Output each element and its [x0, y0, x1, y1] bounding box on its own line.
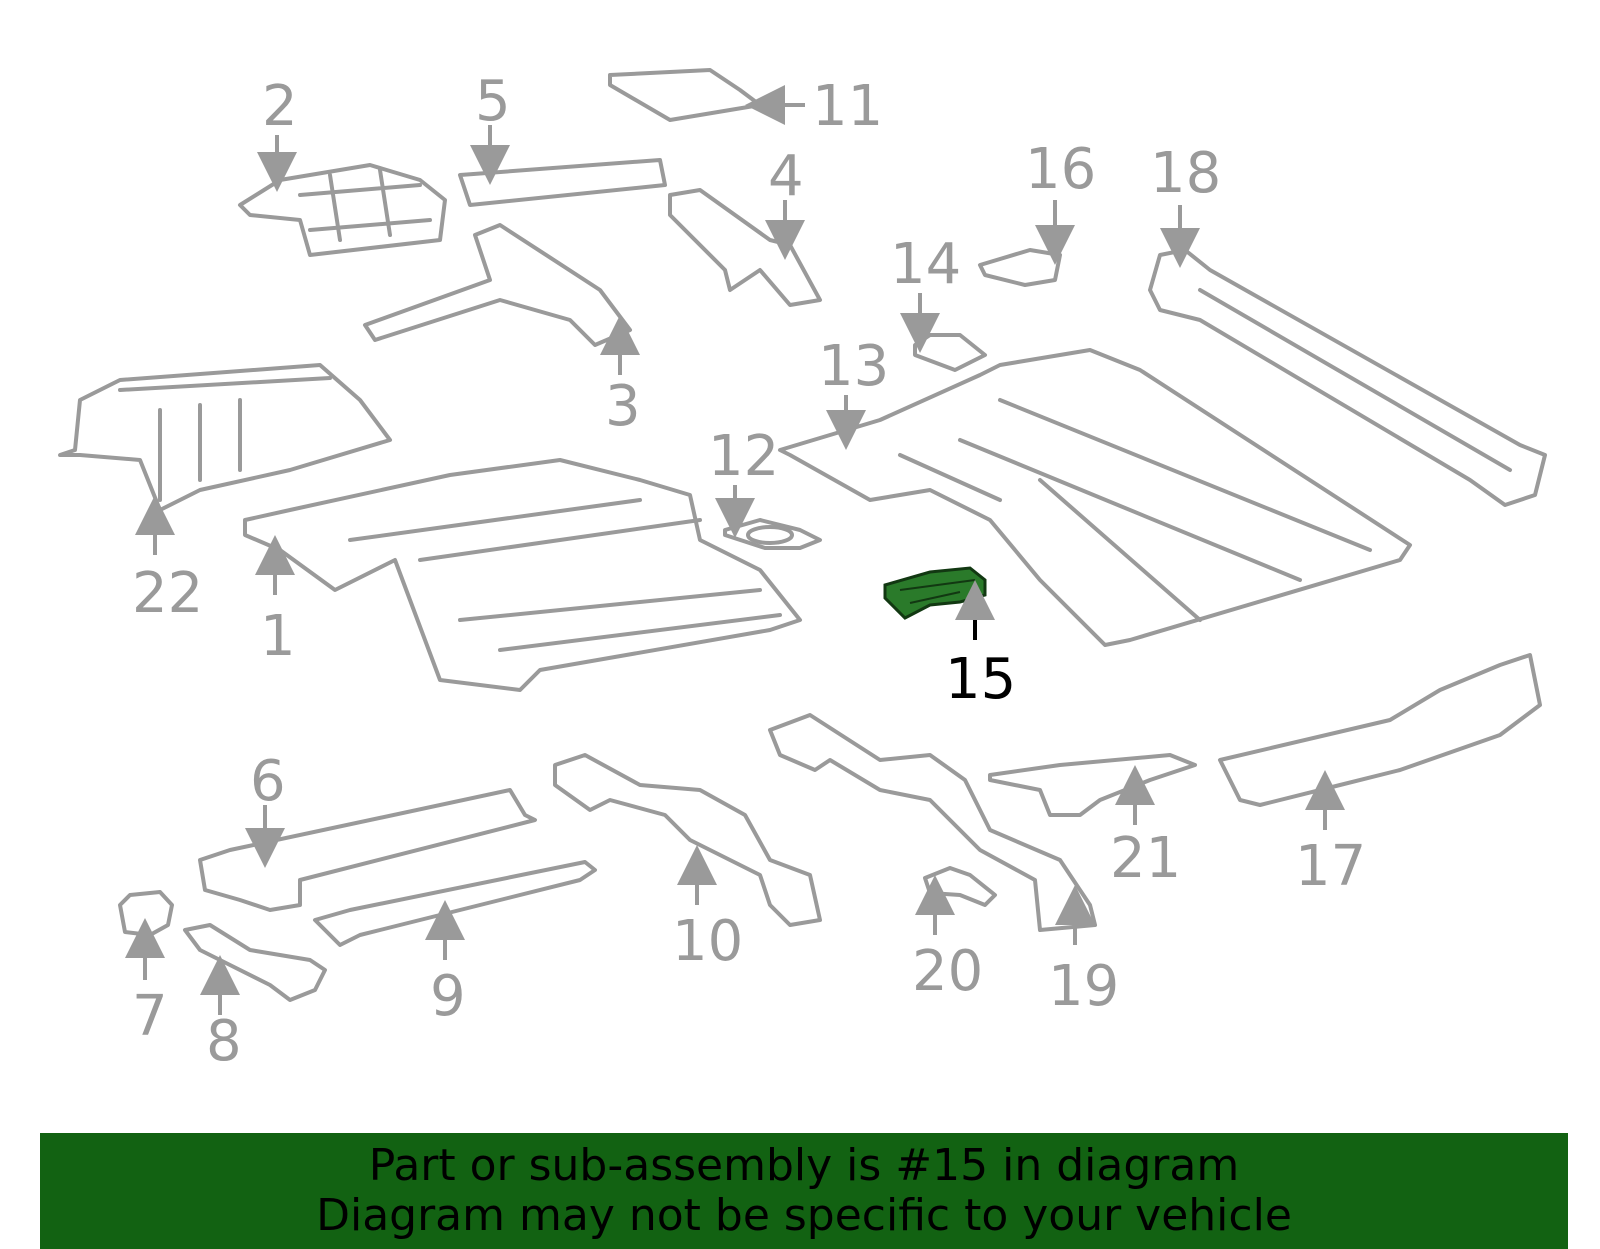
part-16-drawing[interactable]	[978, 248, 1062, 287]
callout-14[interactable]: 14	[890, 232, 961, 297]
callout-1[interactable]: 1	[260, 604, 296, 669]
callout-22[interactable]: 22	[132, 561, 203, 626]
banner-line-2: Diagram may not be specific to your vehi…	[316, 1190, 1292, 1241]
part-4-drawing[interactable]	[668, 188, 822, 307]
callout-5[interactable]: 5	[475, 69, 511, 134]
part-5-drawing[interactable]	[458, 158, 667, 207]
callout-16[interactable]: 16	[1025, 137, 1096, 202]
part-8-drawing[interactable]	[183, 923, 327, 1002]
part-2-drawing[interactable]	[238, 163, 447, 257]
part-1-drawing[interactable]	[243, 458, 802, 692]
callout-19[interactable]: 19	[1048, 954, 1119, 1019]
callout-6[interactable]: 6	[250, 749, 286, 814]
callout-labels: 2 5 11 4 3 16 14 18 13 12 22 1 15 17 21 …	[132, 69, 1366, 1074]
part-9-drawing[interactable]	[313, 860, 597, 947]
part-15-drawing[interactable]	[883, 566, 987, 620]
part-22-drawing[interactable]	[58, 363, 392, 512]
callout-9[interactable]: 9	[430, 964, 466, 1029]
part-11-drawing[interactable]	[608, 68, 762, 122]
part-14-drawing[interactable]	[913, 333, 987, 372]
callout-12[interactable]: 12	[708, 424, 779, 489]
part-13-drawing[interactable]	[778, 348, 1412, 647]
callout-11[interactable]: 11	[812, 74, 883, 139]
callout-21[interactable]: 21	[1110, 826, 1181, 891]
part-18-drawing[interactable]	[1148, 248, 1547, 507]
callout-18[interactable]: 18	[1150, 141, 1221, 206]
part-10-drawing[interactable]	[553, 753, 822, 927]
info-banner: Part or sub-assembly is #15 in diagram D…	[40, 1133, 1568, 1249]
callout-8[interactable]: 8	[206, 1009, 242, 1074]
part-19-drawing[interactable]	[768, 713, 1097, 932]
leader-lines	[125, 85, 1345, 1015]
callout-20[interactable]: 20	[912, 939, 983, 1004]
part-17-drawing[interactable]	[1218, 653, 1542, 807]
callout-15-highlighted[interactable]: 15	[945, 647, 1016, 712]
callout-10[interactable]: 10	[672, 909, 743, 974]
callout-4[interactable]: 4	[768, 144, 804, 209]
part-12-drawing[interactable]	[723, 518, 822, 550]
callout-7[interactable]: 7	[132, 984, 168, 1049]
callout-2[interactable]: 2	[262, 74, 298, 139]
callout-13[interactable]: 13	[818, 334, 889, 399]
callout-3[interactable]: 3	[605, 374, 641, 439]
banner-line-1: Part or sub-assembly is #15 in diagram	[368, 1140, 1240, 1191]
part-6-drawing[interactable]	[198, 788, 537, 912]
callout-17[interactable]: 17	[1295, 834, 1366, 899]
part-21-drawing[interactable]	[988, 753, 1197, 817]
part-7-drawing[interactable]	[118, 890, 174, 937]
parts-diagram: 2 5 11 4 3 16 14 18 13 12 22 1 15 17 21 …	[58, 68, 1547, 1074]
